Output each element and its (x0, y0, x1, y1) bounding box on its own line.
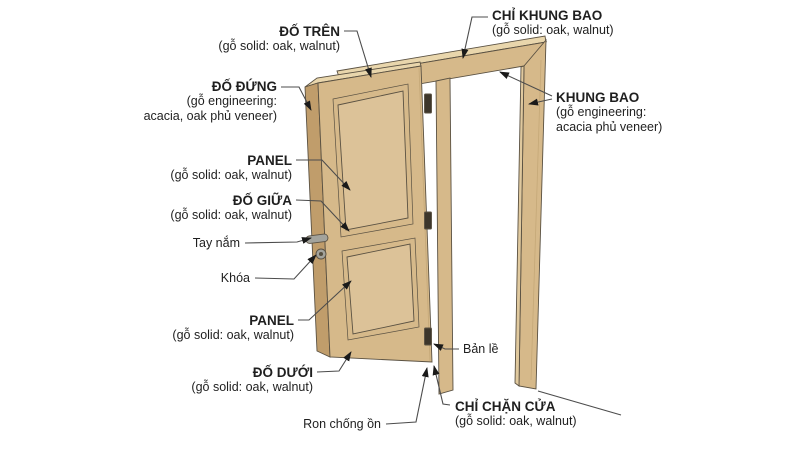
label-ron-chong-on: Ron chống ồn (303, 417, 381, 432)
leader-tay-nam (244, 237, 312, 244)
label-do-duoi: ĐỐ DƯỚI (gỗ solid: oak, walnut) (191, 365, 313, 395)
label-do-dung-material-2: acacia, oak phủ veneer) (143, 109, 277, 123)
label-chi-chan-cua: CHỈ CHẶN CỬA (gỗ solid: oak, walnut) (455, 399, 577, 429)
hinge-bottom (424, 327, 432, 346)
label-panel-lower-material: (gỗ solid: oak, walnut) (172, 328, 294, 342)
label-panel-lower: PANEL (gỗ solid: oak, walnut) (172, 313, 294, 343)
label-khoa: Khóa (221, 271, 250, 286)
label-chi-khung-bao-title: CHỈ KHUNG BAO (492, 8, 603, 23)
lower-panel-molding (341, 237, 420, 341)
label-do-dung: ĐỐ ĐỨNG (gỗ engineering: acacia, oak phủ… (144, 79, 277, 124)
leader-panel-lower (298, 280, 352, 321)
leader-do-tren (344, 30, 372, 78)
label-chi-khung-bao: CHỈ KHUNG BAO (gỗ solid: oak, walnut) (492, 8, 614, 38)
label-khung-bao: KHUNG BAO (gỗ engineering: acacia phủ ve… (556, 90, 662, 135)
label-do-giua-title: ĐỐ GIỮA (232, 193, 292, 208)
label-do-tren-material: (gỗ solid: oak, walnut) (218, 39, 340, 53)
leader-khoa (254, 254, 317, 280)
leader-do-duoi (316, 351, 352, 373)
label-tay-nam-title: Tay nắm (192, 236, 240, 250)
leader-do-giua (295, 199, 350, 232)
label-khung-bao-material-1: (gỗ engineering: (556, 105, 647, 119)
label-tay-nam: Tay nắm (193, 236, 240, 251)
label-panel-upper-title: PANEL (247, 153, 292, 168)
label-panel-upper: PANEL (gỗ solid: oak, walnut) (170, 153, 292, 183)
label-khung-bao-title: KHUNG BAO (556, 90, 640, 105)
label-do-dung-material-1: (gỗ engineering: (186, 94, 277, 108)
label-do-duoi-material: (gỗ solid: oak, walnut) (191, 380, 313, 394)
label-do-giua: ĐỐ GIỮA (gỗ solid: oak, walnut) (170, 193, 292, 223)
leader-jamb-bottom (537, 390, 622, 416)
label-ron-chong-on-title: Ron chống ồn (303, 417, 381, 431)
label-khoa-title: Khóa (220, 271, 250, 285)
leader-panel-upper (296, 159, 351, 191)
hinge-top (424, 93, 432, 114)
leader-ron-chong-on (385, 367, 429, 425)
leader-ban-le (433, 343, 459, 351)
lower-panel (346, 243, 415, 335)
door-leaf (304, 61, 433, 363)
frame-grain-line (530, 59, 542, 381)
label-chi-chan-cua-material: (gỗ solid: oak, walnut) (455, 414, 577, 428)
frame-left-jamb (435, 77, 454, 395)
label-panel-upper-material: (gỗ solid: oak, walnut) (170, 168, 292, 182)
label-panel-lower-title: PANEL (249, 313, 294, 328)
leader-do-dung (281, 86, 312, 111)
label-ban-le: Bản lề (463, 342, 498, 357)
hinge-middle (424, 211, 432, 230)
upper-panel (337, 90, 409, 231)
upper-panel-molding (332, 83, 414, 238)
label-chi-khung-bao-material: (gỗ solid: oak, walnut) (492, 23, 614, 37)
label-do-giua-material: (gỗ solid: oak, walnut) (170, 208, 292, 222)
label-do-duoi-title: ĐỐ DƯỚI (252, 365, 313, 380)
label-chi-chan-cua-title: CHỈ CHẶN CỬA (455, 399, 556, 414)
label-do-tren-title: ĐỐ TRÊN (279, 24, 340, 39)
label-ban-le-title: Bản lề (463, 342, 499, 356)
frame-right-jamb-inner-edge (514, 65, 525, 387)
leader-chi-chan-cua (432, 365, 451, 406)
label-do-tren: ĐỐ TRÊN (gỗ solid: oak, walnut) (218, 24, 340, 54)
label-do-dung-title: ĐỐ ĐỨNG (211, 79, 277, 94)
label-khung-bao-material-2: acacia phủ veneer) (556, 120, 663, 134)
leader-khung-bao-header (499, 71, 553, 97)
leader-chi-khung-bao (461, 16, 488, 59)
leader-khung-bao-jamb (528, 98, 553, 106)
keyhole (318, 251, 324, 257)
leader-lines (244, 16, 622, 425)
